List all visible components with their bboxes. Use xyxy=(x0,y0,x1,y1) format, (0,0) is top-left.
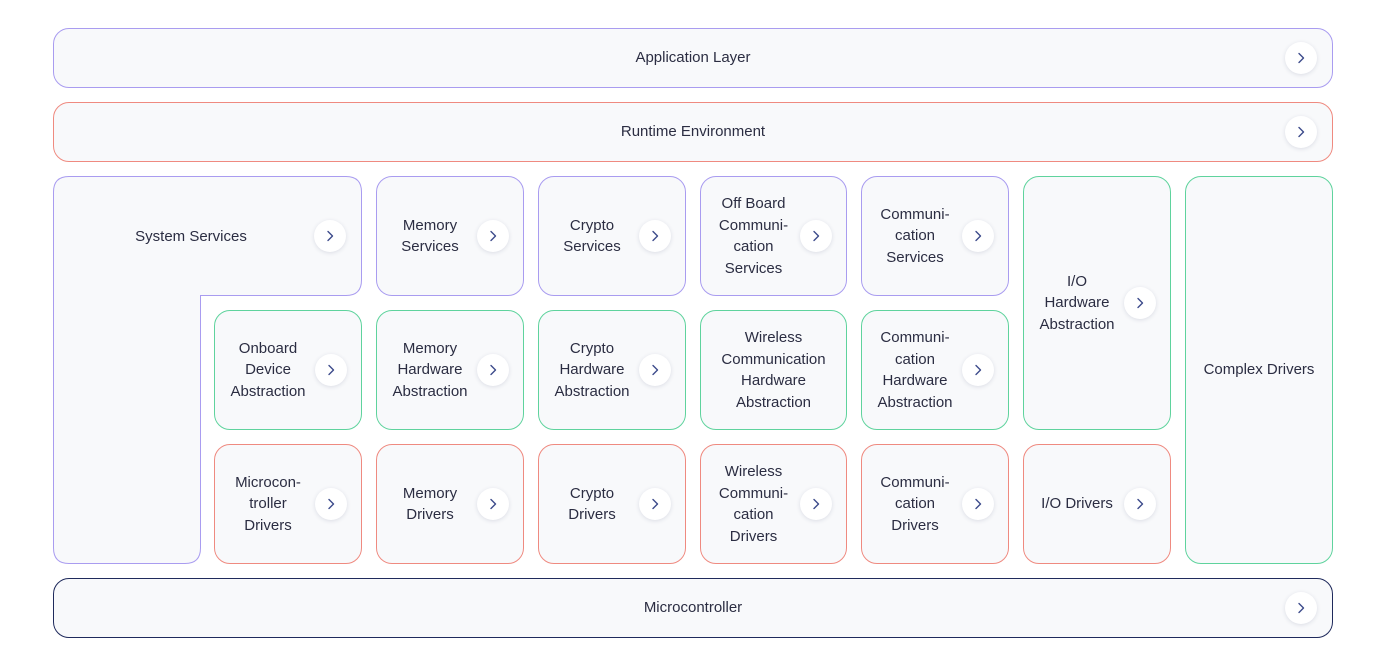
chevron-right-icon[interactable] xyxy=(477,354,509,386)
io-hardware-abstraction[interactable]: I/O Hardware Abstraction xyxy=(1023,176,1171,430)
wireless-communication-drivers-label: Wireless Communi- cation Drivers xyxy=(718,463,789,545)
chevron-right-icon[interactable] xyxy=(962,488,994,520)
chevron-right-icon[interactable] xyxy=(315,354,347,386)
chevron-right-icon[interactable] xyxy=(962,354,994,386)
microcontroller-layer-label: Microcontroller xyxy=(643,599,743,617)
wireless-communication-hardware-abstraction[interactable]: Wireless Communication Hardware Abstract… xyxy=(700,310,847,430)
crypto-drivers-label: Crypto Drivers xyxy=(568,484,616,524)
chevron-right-icon[interactable] xyxy=(639,354,671,386)
communication-services-label: Communi- cation Services xyxy=(880,205,950,266)
chevron-right-icon[interactable] xyxy=(639,488,671,520)
runtime-environment[interactable]: Runtime Environment xyxy=(53,102,1333,162)
crypto-hardware-abstraction-label: Crypto Hardware Abstraction xyxy=(554,339,630,400)
crypto-drivers[interactable]: Crypto Drivers xyxy=(538,444,686,564)
io-hardware-abstraction-label: I/O Hardware Abstraction xyxy=(1039,272,1115,333)
communication-drivers[interactable]: Communi- cation Drivers xyxy=(861,444,1009,564)
chevron-right-icon[interactable] xyxy=(314,220,346,252)
complex-drivers[interactable]: Complex Drivers xyxy=(1185,176,1333,564)
chevron-right-icon[interactable] xyxy=(1285,116,1317,148)
crypto-hardware-abstraction[interactable]: Crypto Hardware Abstraction xyxy=(538,310,686,430)
complex-drivers-label: Complex Drivers xyxy=(1203,361,1315,379)
application-layer-label: Application Layer xyxy=(635,49,751,67)
communication-hardware-abstraction-label: Communi- cation Hardware Abstraction xyxy=(877,329,953,411)
chevron-right-icon[interactable] xyxy=(1124,287,1156,319)
communication-hardware-abstraction[interactable]: Communi- cation Hardware Abstraction xyxy=(861,310,1009,430)
chevron-right-icon[interactable] xyxy=(800,220,832,252)
wireless-communication-hardware-abstraction-label: Wireless Communication Hardware Abstract… xyxy=(721,329,826,411)
chevron-right-icon[interactable] xyxy=(315,488,347,520)
system-services-label: System Services xyxy=(135,227,247,245)
microcontroller-drivers[interactable]: Microcon- troller Drivers xyxy=(214,444,362,564)
io-drivers[interactable]: I/O Drivers xyxy=(1023,444,1171,564)
chevron-right-icon[interactable] xyxy=(477,220,509,252)
memory-hardware-abstraction[interactable]: Memory Hardware Abstraction xyxy=(376,310,524,430)
chevron-right-icon[interactable] xyxy=(800,488,832,520)
application-layer[interactable]: Application Layer xyxy=(53,28,1333,88)
chevron-right-icon[interactable] xyxy=(477,488,509,520)
memory-services[interactable]: Memory Services xyxy=(376,176,524,296)
chevron-right-icon[interactable] xyxy=(639,220,671,252)
runtime-environment-label: Runtime Environment xyxy=(620,123,766,141)
onboard-device-abstraction[interactable]: Onboard Device Abstraction xyxy=(214,310,362,430)
chevron-right-icon[interactable] xyxy=(1285,592,1317,624)
microcontroller-layer[interactable]: Microcontroller xyxy=(53,578,1333,638)
memory-services-label: Memory Services xyxy=(401,216,459,256)
memory-hardware-abstraction-label: Memory Hardware Abstraction xyxy=(392,339,468,400)
chevron-right-icon[interactable] xyxy=(1124,488,1156,520)
crypto-services[interactable]: Crypto Services xyxy=(538,176,686,296)
communication-services[interactable]: Communi- cation Services xyxy=(861,176,1009,296)
chevron-right-icon[interactable] xyxy=(1285,42,1317,74)
offboard-communication-services[interactable]: Off Board Communi- cation Services xyxy=(700,176,847,296)
onboard-device-abstraction-label: Onboard Device Abstraction xyxy=(230,339,306,400)
io-drivers-label: I/O Drivers xyxy=(1041,495,1113,513)
chevron-right-icon[interactable] xyxy=(962,220,994,252)
crypto-services-label: Crypto Services xyxy=(563,216,621,256)
microcontroller-drivers-label: Microcon- troller Drivers xyxy=(235,473,301,534)
memory-drivers-label: Memory Drivers xyxy=(402,484,458,524)
memory-drivers[interactable]: Memory Drivers xyxy=(376,444,524,564)
wireless-communication-drivers[interactable]: Wireless Communi- cation Drivers xyxy=(700,444,847,564)
offboard-communication-services-label: Off Board Communi- cation Services xyxy=(718,195,789,277)
communication-drivers-label: Communi- cation Drivers xyxy=(880,473,950,534)
